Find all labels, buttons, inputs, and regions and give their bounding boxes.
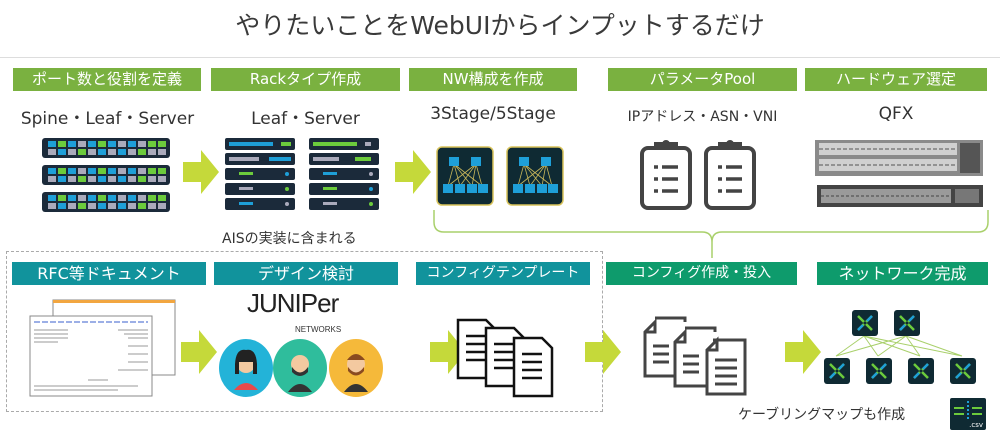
csv-label: .csv (969, 421, 983, 429)
rack-icon (225, 138, 379, 210)
svg-text:NETWORKS: NETWORKS (295, 325, 341, 334)
page-title: やりたいことをWebUIからインプットするだけ (235, 11, 765, 40)
config-documents-icon (643, 316, 747, 396)
step-label-config-template: コンフィグテンプレート (416, 262, 590, 285)
arrow-right-icon (785, 330, 821, 374)
juniper-logo: JUNIPer NETWORKS (247, 290, 341, 334)
step-sub-nw: 3Stage/5Stage (430, 104, 556, 124)
step-label-network-complete: ネットワーク完成 (817, 262, 988, 285)
arrow-right-icon (395, 150, 431, 194)
grouping-brace (433, 210, 989, 258)
step-sub-hardware: QFX (878, 104, 914, 124)
switch-stack-icon (42, 138, 170, 212)
step-label-rfc: RFC等ドキュメント (12, 262, 206, 285)
ais-scope-box (6, 251, 603, 412)
clipboard-icon (640, 140, 756, 210)
config-template-documents-icon (456, 318, 554, 398)
step-label-design: デザイン検討 (214, 262, 398, 285)
topology-icon (436, 146, 564, 206)
csv-file-icon: .csv (950, 398, 986, 430)
completed-network-icon (822, 308, 978, 386)
divider (0, 57, 1000, 58)
step-label-nw: NW構成を作成 (409, 68, 577, 91)
arrow-right-icon (183, 150, 219, 194)
ais-note: AISの実装に含まれる (218, 228, 361, 248)
step-label-rack: Rackタイプ作成 (211, 68, 400, 91)
design-team-avatars (219, 339, 383, 397)
step-label-hardware: ハードウェア選定 (805, 68, 987, 91)
arrow-right-icon (181, 330, 217, 374)
step-sub-ports: Spine・Leaf・Server (20, 109, 195, 129)
step-sub-rack: Leaf・Server (251, 109, 360, 129)
step-label-pool: パラメータPool (608, 68, 797, 91)
svg-text:JUNIPer: JUNIPer (247, 290, 340, 318)
step-label-config-deploy: コンフィグ作成・投入 (606, 262, 797, 285)
step-label-ports: ポート数と役割を定義 (13, 68, 201, 91)
arrow-right-icon (585, 330, 621, 374)
rfc-document-icon (29, 299, 176, 397)
qfx-switch-hardware-icon (815, 140, 983, 207)
cabling-note: ケーブリングマップも作成 (738, 407, 906, 423)
step-sub-pool: IPアドレス・ASN・VNI (627, 109, 778, 125)
